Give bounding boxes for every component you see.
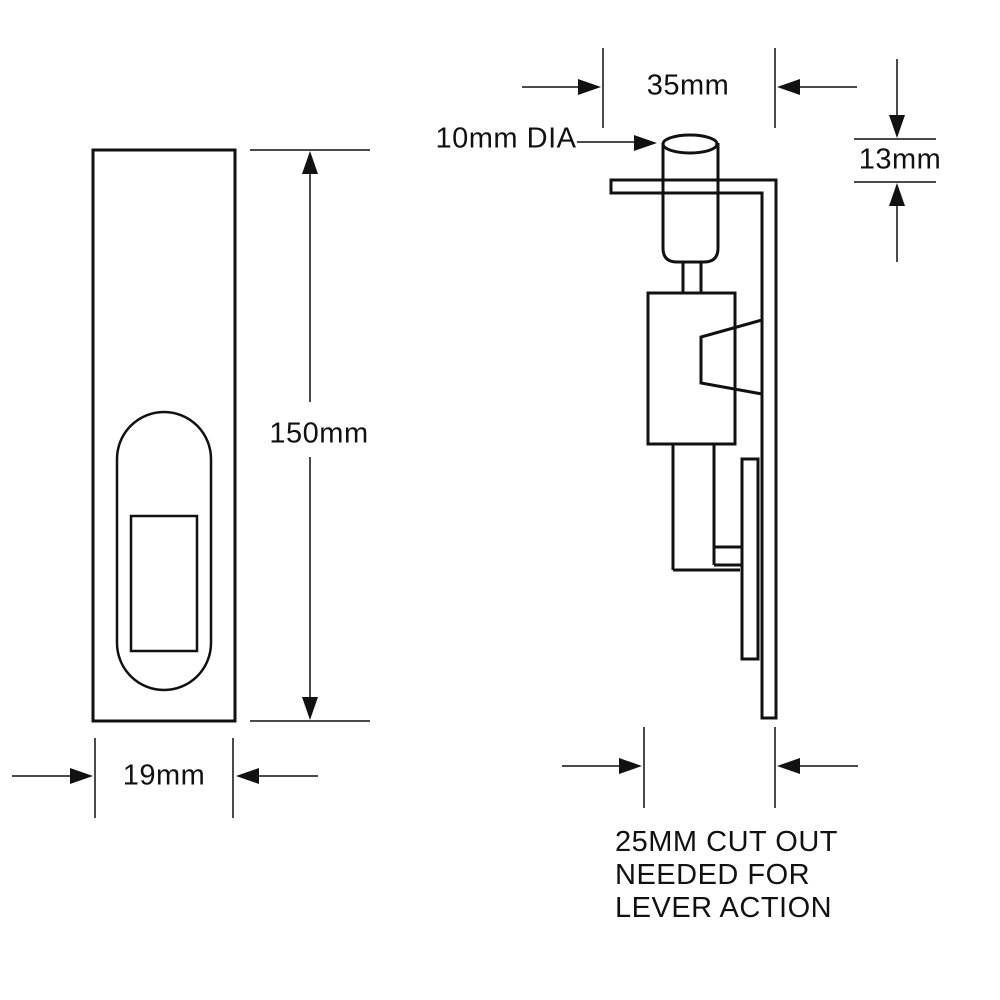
- arrowhead-left-icon: [777, 79, 800, 95]
- guide-plate: [740, 457, 760, 661]
- pin-cylinder: [661, 143, 720, 264]
- height-dimension-label: 150mm: [269, 417, 369, 450]
- arrowhead-right-icon: [70, 768, 93, 784]
- pin-protrusion-label: 13mm: [858, 143, 942, 176]
- arrowhead-up-icon: [302, 151, 318, 174]
- arrowhead-down-icon: [889, 115, 905, 138]
- arrowhead-left-icon: [777, 758, 800, 774]
- side-bracket-outline: [609, 178, 778, 720]
- pin-top-ellipse: [661, 133, 719, 155]
- lock-body: [646, 291, 737, 446]
- arrowhead-up-icon: [889, 183, 905, 206]
- cutout-note-line-1: 25MM CUT OUT: [615, 826, 838, 858]
- front-plate-outline: [91, 148, 237, 723]
- pin-diameter-label: 10mm DIA: [435, 122, 577, 155]
- cutout-note-line-3: LEVER ACTION: [615, 892, 833, 924]
- width-dimension-label: 19mm: [122, 759, 206, 792]
- top-width-dimension-label: 35mm: [646, 69, 730, 102]
- front-slot-outline: [115, 410, 213, 692]
- arrowhead-right-icon: [578, 79, 601, 95]
- arrowhead-right-icon: [634, 135, 657, 151]
- arrowhead-left-icon: [236, 768, 259, 784]
- lever-knob: [699, 318, 763, 396]
- cutout-note-line-2: NEEDED FOR: [615, 859, 811, 891]
- arrowhead-down-icon: [302, 697, 318, 720]
- front-lever-window: [129, 514, 199, 653]
- cutout-note: 25MM CUT OUT NEEDED FOR LEVER ACTION: [615, 826, 838, 925]
- arrowhead-right-icon: [619, 758, 642, 774]
